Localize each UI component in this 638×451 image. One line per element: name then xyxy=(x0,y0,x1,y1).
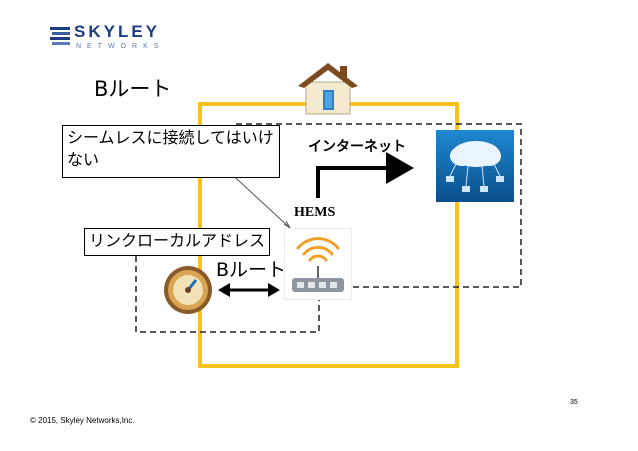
broute-dashed-region xyxy=(135,236,320,333)
internet-arrow xyxy=(316,152,414,198)
copyright-footer: © 2015, Skyley Networks,Inc. xyxy=(30,416,135,425)
broute-label: Bルート xyxy=(216,259,287,281)
cloud-icon xyxy=(436,130,514,202)
hems-label: HEMS xyxy=(294,205,336,220)
logo-name: SKYLEY xyxy=(74,22,161,41)
router-icon xyxy=(284,228,352,300)
callout-pointer xyxy=(224,167,291,229)
skyley-logo-icon xyxy=(50,27,70,45)
logo-sub: NETWORKS xyxy=(76,43,165,50)
page-number: 35 xyxy=(570,399,578,406)
seamless-callout: シームレスに接続してはいけない xyxy=(62,125,280,178)
linklocal-callout: リンクローカルアドレス xyxy=(84,228,270,256)
internet-label: インターネット xyxy=(308,139,406,155)
logo: SKYLEY NETWORKS xyxy=(50,22,170,52)
house-icon xyxy=(298,63,358,115)
page-title: Bルート xyxy=(94,77,172,101)
internet-dashed-region xyxy=(236,123,522,288)
smart-meter-icon xyxy=(164,266,212,314)
